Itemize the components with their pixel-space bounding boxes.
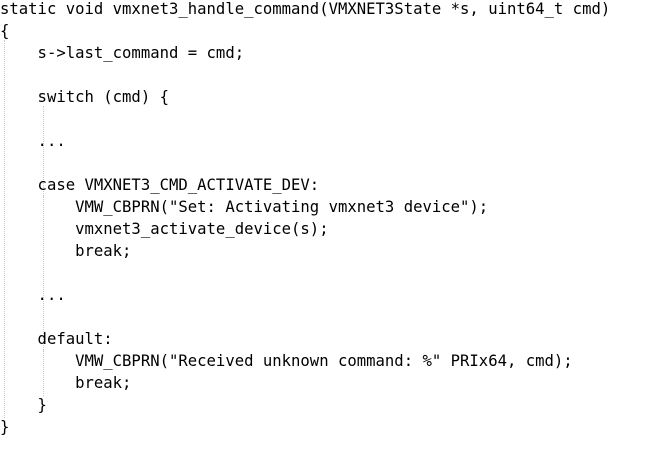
code-line: ... [0,132,66,150]
code-line: { [0,22,10,40]
code-line: s->last_command = cmd; [0,44,245,62]
code-line: switch (cmd) { [0,88,169,106]
indent-guide-default [43,350,44,394]
code-line: } [0,418,10,436]
code-line: ... [0,286,66,304]
code-line: case VMXNET3_CMD_ACTIVATE_DEV: [0,176,320,194]
indent-guide-case [43,196,44,282]
code-line: vmxnet3_activate_device(s); [0,220,329,238]
code-line: } [0,396,47,414]
code-line: static void vmxnet3_handle_command(VMXNE… [0,0,611,18]
indent-guide-function [4,40,5,418]
code-line: break; [0,242,132,260]
code-line: default: [0,330,113,348]
code-line: VMW_CBPRN("Set: Activating vmxnet3 devic… [0,198,489,216]
code-line: VMW_CBPRN("Received unknown command: %" … [0,352,573,370]
code-line: break; [0,374,132,392]
